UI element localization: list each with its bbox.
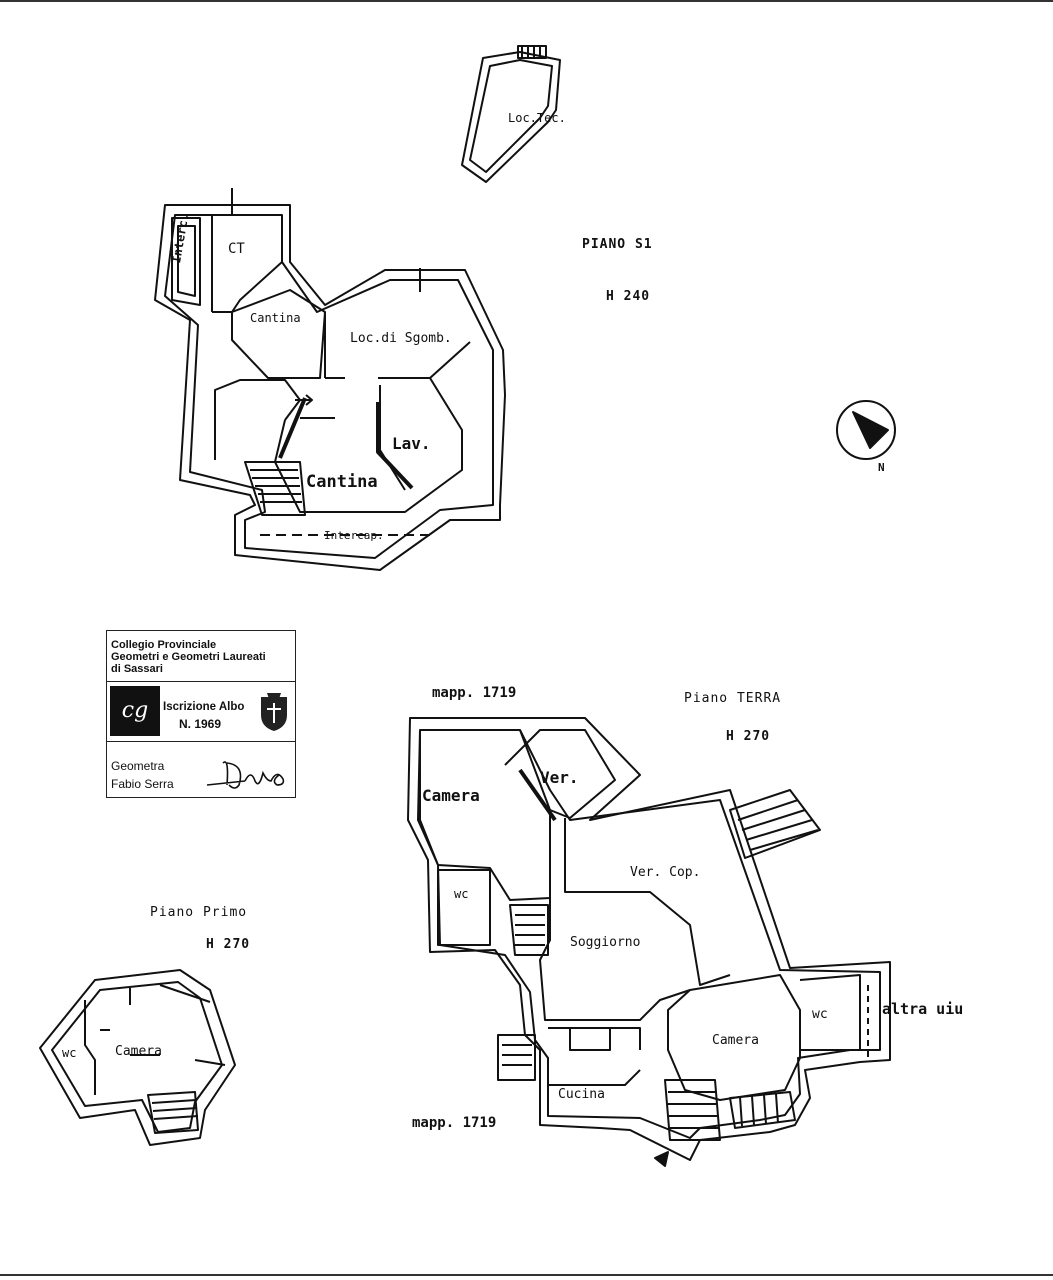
stamp-number: N. 1969 bbox=[179, 717, 222, 731]
room-label-ver-cop: Ver. Cop. bbox=[630, 865, 701, 880]
room-label-camera-terra-left: Camera bbox=[422, 786, 480, 805]
room-label-ver: Ver. bbox=[540, 768, 579, 787]
room-label-intercap: Intercap. bbox=[324, 529, 384, 542]
north-label: N bbox=[878, 461, 885, 474]
room-label-wc-primo: wc bbox=[62, 1046, 77, 1060]
cg-logo: cg bbox=[110, 686, 160, 736]
room-label-soggiorno: Soggiorno bbox=[570, 935, 641, 950]
altra-uiu-label: altra uiu bbox=[882, 1000, 964, 1018]
room-label-cucina: Cucina bbox=[558, 1087, 605, 1102]
stamp-divider-1 bbox=[107, 681, 295, 682]
piano-s1-plan bbox=[154, 188, 506, 571]
north-compass bbox=[836, 400, 896, 460]
stamp-line-2: Geometri e Geometri Laureati bbox=[111, 651, 266, 663]
handwritten-signature bbox=[206, 761, 285, 789]
room-label-ct: CT bbox=[228, 241, 245, 257]
room-label-camera-terra-right: Camera bbox=[712, 1033, 759, 1048]
geometra-stamp: Collegio Provinciale Geometri e Geometri… bbox=[106, 630, 296, 798]
stamp-title: Geometra bbox=[111, 759, 165, 773]
room-label-camera-primo: Camera bbox=[115, 1044, 162, 1059]
room-label-wc-terra-right: wc bbox=[812, 1007, 828, 1022]
crest-icon bbox=[261, 693, 287, 731]
stamp-divider-2 bbox=[107, 741, 295, 742]
mapp-label-bottom: mapp. 1719 bbox=[412, 1115, 497, 1131]
stamp-header: Collegio Provinciale Geometri e Geometri… bbox=[111, 639, 295, 675]
room-label-loc-tec: Loc.Tec. bbox=[508, 111, 566, 125]
room-label-cantina-main: Cantina bbox=[306, 472, 378, 492]
floor-height-terra: H 270 bbox=[726, 729, 771, 744]
piano-terra-plan bbox=[407, 717, 891, 1167]
frame-top-line bbox=[0, 0, 1053, 2]
room-label-lav: Lav. bbox=[392, 434, 431, 453]
stamp-albo: Iscrizione Albo bbox=[163, 701, 245, 713]
floor-title-terra: Piano TERRA bbox=[684, 691, 782, 706]
stamp-name: Fabio Serra bbox=[111, 777, 174, 791]
piano-primo-plan bbox=[39, 969, 236, 1146]
floor-title-s1: PIANO S1 bbox=[582, 237, 653, 252]
floor-height-primo: H 270 bbox=[206, 937, 251, 952]
frame-bottom-line bbox=[0, 1274, 1053, 1276]
mapp-label-top: mapp. 1719 bbox=[432, 685, 517, 701]
stamp-line-3: di Sassari bbox=[111, 663, 163, 675]
room-label-loc-sgomb: Loc.di Sgomb. bbox=[350, 331, 452, 346]
loc-tec-room bbox=[461, 45, 561, 183]
room-label-wc-terra-left: wc bbox=[454, 887, 469, 901]
room-label-cantina-small: Cantina bbox=[250, 311, 301, 325]
floor-height-s1: H 240 bbox=[606, 289, 651, 304]
floor-title-primo: Piano Primo bbox=[150, 905, 248, 920]
stamp-line-1: Collegio Provinciale bbox=[111, 639, 217, 651]
